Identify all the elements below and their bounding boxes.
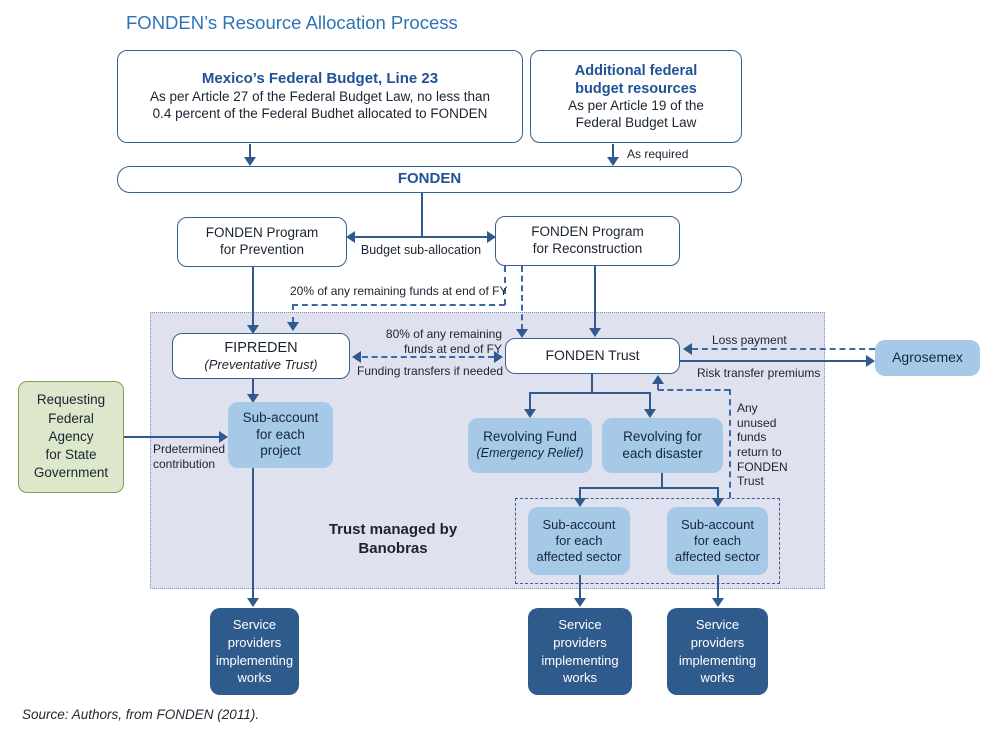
node-additional-title: Additional federal budget resources xyxy=(574,62,698,97)
connector-prevention-to-fipreden xyxy=(252,267,254,326)
label-predetermined: Prdetermined contribution xyxy=(153,442,226,471)
connector-to-sector1 xyxy=(579,487,581,499)
arrowhead-to-prevention xyxy=(346,231,355,243)
node-fonden: FONDEN xyxy=(117,166,742,193)
connector-20pct-across xyxy=(292,304,505,306)
connector-trust-stem xyxy=(591,374,593,394)
connector-recon-to-trust xyxy=(594,266,596,329)
node-mexico-federal-budget: Mexico’s Federal Budget, Line 23 As per … xyxy=(117,50,523,143)
arrowhead-additional-to-fonden xyxy=(607,157,619,166)
arrowhead-recon-to-trust-dashed xyxy=(516,329,528,338)
label-loss-payment: Loss payment xyxy=(712,333,787,347)
arrowhead-sector2-to-service3 xyxy=(712,598,724,607)
node-revolving-disaster: Revolving for each disaster xyxy=(602,418,723,473)
node-service-providers-2: Service providers implementing works xyxy=(528,608,632,695)
node-fipreden-title: FIPREDEN xyxy=(224,339,298,356)
node-revolving-fund-title: Revolving Fund xyxy=(483,429,577,445)
label-risk-premiums: Risk transfer premiums xyxy=(697,366,821,380)
node-program-prevention: FONDEN Program for Prevention xyxy=(177,217,347,267)
arrowhead-risk-premiums xyxy=(866,355,875,367)
source-note: Source: Authors, from FONDEN (2011). xyxy=(22,707,260,722)
connector-mexico-to-fonden xyxy=(249,144,251,158)
connector-revolving-split xyxy=(530,392,650,394)
connector-additional-to-fonden xyxy=(612,144,614,158)
connector-sector1-to-service2 xyxy=(579,575,581,599)
arrowhead-20pct-into-fipreden xyxy=(287,322,299,331)
label-as-required: As required xyxy=(627,147,689,161)
connector-budget-split xyxy=(355,236,487,238)
arrowhead-fipreden-to-subaccount xyxy=(247,394,259,403)
page-title: FONDEN’s Resource Allocation Process xyxy=(126,12,458,33)
arrowhead-sector1-to-service2 xyxy=(574,598,586,607)
arrowhead-mexico-to-fonden xyxy=(244,157,256,166)
label-80pct: 80% of any remaining funds at end of FY xyxy=(385,327,502,356)
node-service-providers-3: Service providers implementing works xyxy=(667,608,768,695)
connector-unused-down xyxy=(729,389,731,498)
label-funding-transfers: Funding transfers if needed xyxy=(357,364,504,378)
arrowhead-unused-into-trust xyxy=(652,375,664,384)
arrowhead-into-fipreden xyxy=(352,351,361,363)
arrowhead-agency-to-subaccount xyxy=(219,431,228,443)
connector-sector-split xyxy=(580,487,718,489)
label-budget-sub-allocation: Budget sub-allocation xyxy=(360,243,482,257)
connector-unused-across xyxy=(658,389,730,391)
arrowhead-to-sector2 xyxy=(712,498,724,507)
connector-20pct-down xyxy=(504,266,506,305)
connector-agency-to-subaccount xyxy=(124,436,219,438)
connector-loss-payment xyxy=(692,348,875,350)
connector-fipreden-to-subaccount xyxy=(252,379,254,396)
label-trust-managed: Trust managed by Banobras xyxy=(328,521,458,557)
node-fipreden-sub: (Preventative Trust) xyxy=(204,356,318,372)
arrowhead-subaccount-to-service1 xyxy=(247,598,259,607)
node-fipreden: FIPREDEN (Preventative Trust) xyxy=(172,333,350,379)
node-additional-budget: Additional federal budget resources As p… xyxy=(530,50,742,143)
node-mexico-title: Mexico’s Federal Budget, Line 23 xyxy=(201,70,439,88)
node-fonden-trust: FONDEN Trust xyxy=(505,338,680,374)
connector-disaster-stem xyxy=(661,473,663,489)
connector-unused-up xyxy=(657,384,659,390)
node-fonden-label: FONDEN xyxy=(397,170,462,188)
node-additional-body: As per Article 19 of the Federal Budget … xyxy=(568,97,704,130)
arrowhead-to-revolving-disaster xyxy=(644,409,656,418)
arrowhead-prevention-to-fipreden xyxy=(247,325,259,334)
arrowhead-recon-to-trust xyxy=(589,328,601,337)
node-mexico-body: As per Article 27 of the Federal Budget … xyxy=(150,89,490,121)
arrowhead-to-sector1 xyxy=(574,498,586,507)
node-service-providers-1: Service providers implementing works xyxy=(210,608,299,695)
connector-risk-premiums xyxy=(680,360,867,362)
arrowhead-loss-payment xyxy=(683,343,692,355)
node-subaccount-project: Sub-account for each project xyxy=(228,402,333,468)
arrowhead-into-trust xyxy=(494,351,503,363)
node-requesting-agency: Requesting Federal Agency for State Gove… xyxy=(18,381,124,493)
arrowhead-to-revolving-fund xyxy=(524,409,536,418)
connector-to-sector2 xyxy=(717,487,719,499)
connector-to-revolving-fund xyxy=(529,392,531,410)
connector-20pct-into-fipreden xyxy=(292,304,294,323)
node-program-reconstruction: FONDEN Program for Reconstruction xyxy=(495,216,680,266)
node-sector-subaccount-1: Sub-account for each affected sector xyxy=(528,507,630,575)
connector-recon-to-trust-dashed xyxy=(521,266,523,330)
label-unused-funds: Any unused funds return to FONDEN Trust xyxy=(737,401,788,489)
label-20pct: 20% of any remaining funds at end of FY xyxy=(290,284,508,298)
connector-fonden-stem xyxy=(421,193,423,238)
connector-fipreden-trust xyxy=(362,356,494,358)
connector-to-revolving-disaster xyxy=(649,392,651,410)
node-sector-subaccount-2: Sub-account for each affected sector xyxy=(667,507,768,575)
sector-subaccounts-dashed-group xyxy=(515,498,780,584)
node-revolving-fund-sub: (Emergency Relief) xyxy=(476,446,584,461)
connector-subaccount-to-service1 xyxy=(252,468,254,599)
arrowhead-to-reconstruction xyxy=(487,231,496,243)
node-revolving-fund: Revolving Fund (Emergency Relief) xyxy=(468,418,592,473)
node-agrosemex: Agrosemex xyxy=(875,340,980,376)
connector-sector2-to-service3 xyxy=(717,575,719,599)
